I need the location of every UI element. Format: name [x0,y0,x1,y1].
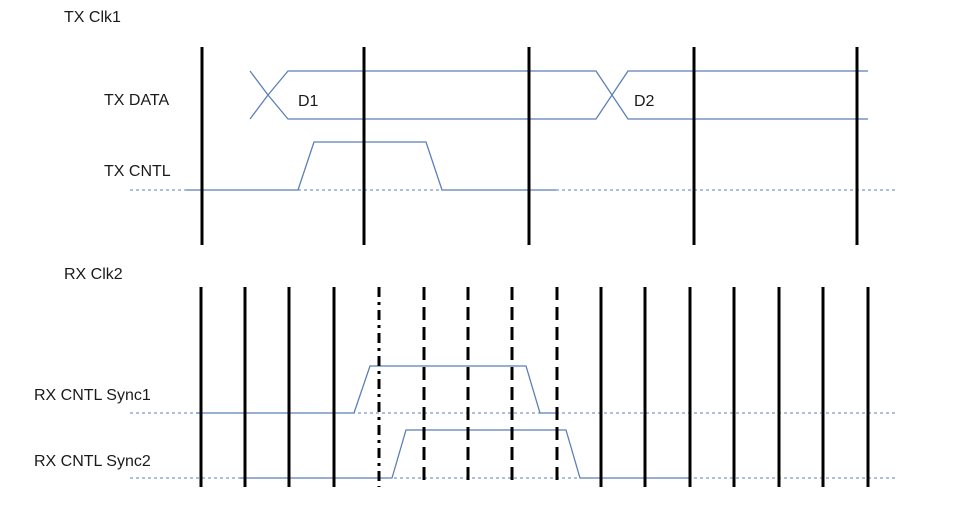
rx-clock-edges [199,287,870,487]
tx-cntl-label: TX CNTL [104,163,171,180]
tx-cntl-pulse [186,141,556,191]
tx-data-bottom-line [267,93,868,120]
tx-data-waveform [249,70,868,120]
rx-sync2-pulse [240,429,690,479]
rx-clock-label: RX Clk2 [64,266,123,283]
rx-sync2-label: RX CNTL Sync2 [34,453,151,470]
data-word-d1: D1 [298,93,319,110]
rx-sync1-label: RX CNTL Sync1 [34,387,151,404]
rx-sync1-pulse [196,365,556,414]
tx-data-label: TX DATA [104,92,170,109]
tx-data-transition-start [249,70,269,120]
tx-data-top-line [267,70,868,97]
data-word-d2: D2 [634,93,655,110]
tx-clock-edges [200,47,859,245]
tx-clock-label: TX Clk1 [64,9,121,26]
